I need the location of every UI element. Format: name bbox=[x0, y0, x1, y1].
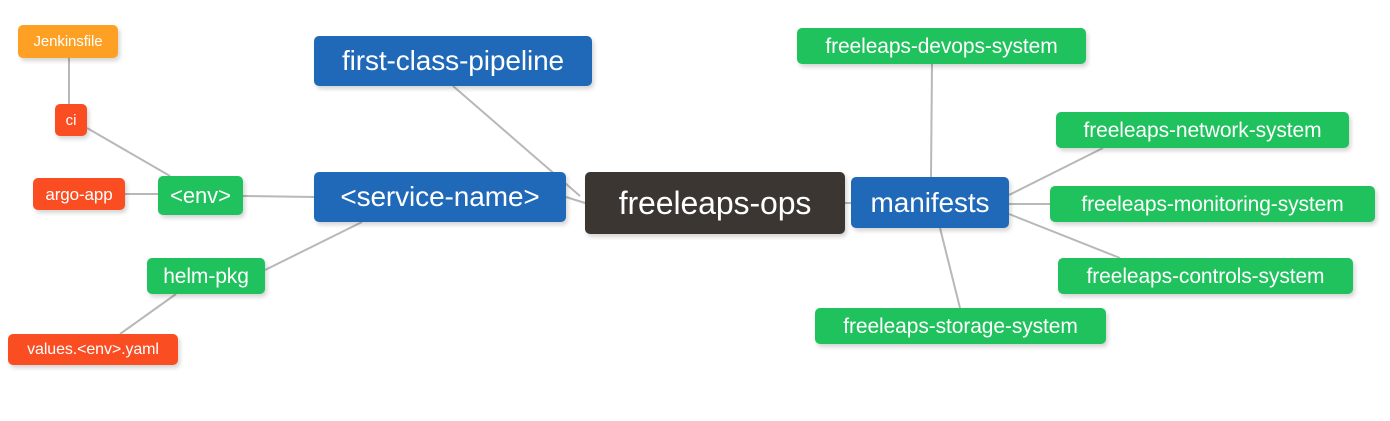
edge-env-to-ci bbox=[86, 127, 171, 177]
node-label-freeleaps-monitoring-system: freeleaps-monitoring-system bbox=[1081, 192, 1344, 216]
node-argo-app[interactable]: argo-app bbox=[33, 178, 125, 210]
node-freeleaps-storage-system[interactable]: freeleaps-storage-system bbox=[815, 308, 1106, 344]
node-ci[interactable]: ci bbox=[55, 104, 87, 136]
node-freeleaps-network-system[interactable]: freeleaps-network-system bbox=[1056, 112, 1349, 148]
node-helm-pkg[interactable]: helm-pkg bbox=[147, 258, 265, 294]
node-freeleaps-monitoring-system[interactable]: freeleaps-monitoring-system bbox=[1050, 186, 1375, 222]
node-manifests[interactable]: manifests bbox=[851, 177, 1009, 228]
node-label-freeleaps-network-system: freeleaps-network-system bbox=[1083, 118, 1322, 142]
node-label-freeleaps-devops-system: freeleaps-devops-system bbox=[825, 34, 1058, 58]
edge-manifests-to-freeleaps-storage-system bbox=[939, 227, 961, 309]
node-freeleaps-ops[interactable]: freeleaps-ops bbox=[585, 172, 845, 234]
node-label-freeleaps-storage-system: freeleaps-storage-system bbox=[843, 314, 1078, 338]
node-label-argo-app: argo-app bbox=[45, 184, 113, 204]
node-values-env-yaml[interactable]: values.<env>.yaml bbox=[8, 334, 178, 365]
node-freeleaps-devops-system[interactable]: freeleaps-devops-system bbox=[797, 28, 1086, 64]
node-service-name[interactable]: <service-name> bbox=[314, 172, 566, 222]
edge-freeleaps-ops-to-service-name bbox=[565, 196, 586, 204]
node-label-manifests: manifests bbox=[870, 186, 990, 218]
edge-manifests-to-freeleaps-network-system bbox=[1008, 147, 1104, 196]
edge-manifests-to-freeleaps-devops-system bbox=[930, 63, 933, 178]
node-label-freeleaps-ops: freeleaps-ops bbox=[618, 185, 812, 221]
node-label-first-class-pipeline: first-class-pipeline bbox=[341, 45, 565, 76]
node-freeleaps-controls-system[interactable]: freeleaps-controls-system bbox=[1058, 258, 1353, 294]
edge-manifests-to-freeleaps-controls-system bbox=[1008, 213, 1121, 259]
node-label-jenkinsfile: Jenkinsfile bbox=[33, 33, 103, 50]
node-env[interactable]: <env> bbox=[158, 176, 243, 215]
node-label-env: <env> bbox=[170, 182, 231, 208]
edge-service-name-to-helm-pkg bbox=[264, 221, 363, 271]
node-label-freeleaps-controls-system: freeleaps-controls-system bbox=[1086, 264, 1325, 288]
node-label-helm-pkg: helm-pkg bbox=[163, 264, 249, 288]
node-label-ci: ci bbox=[65, 111, 77, 129]
node-jenkinsfile[interactable]: Jenkinsfile bbox=[18, 25, 118, 58]
node-label-values-env-yaml: values.<env>.yaml bbox=[27, 340, 159, 358]
node-label-service-name: <service-name> bbox=[340, 181, 540, 212]
edge-helm-pkg-to-values-env-yaml bbox=[119, 293, 177, 335]
node-first-class-pipeline[interactable]: first-class-pipeline bbox=[314, 36, 592, 86]
edge-service-name-to-env bbox=[242, 195, 315, 198]
